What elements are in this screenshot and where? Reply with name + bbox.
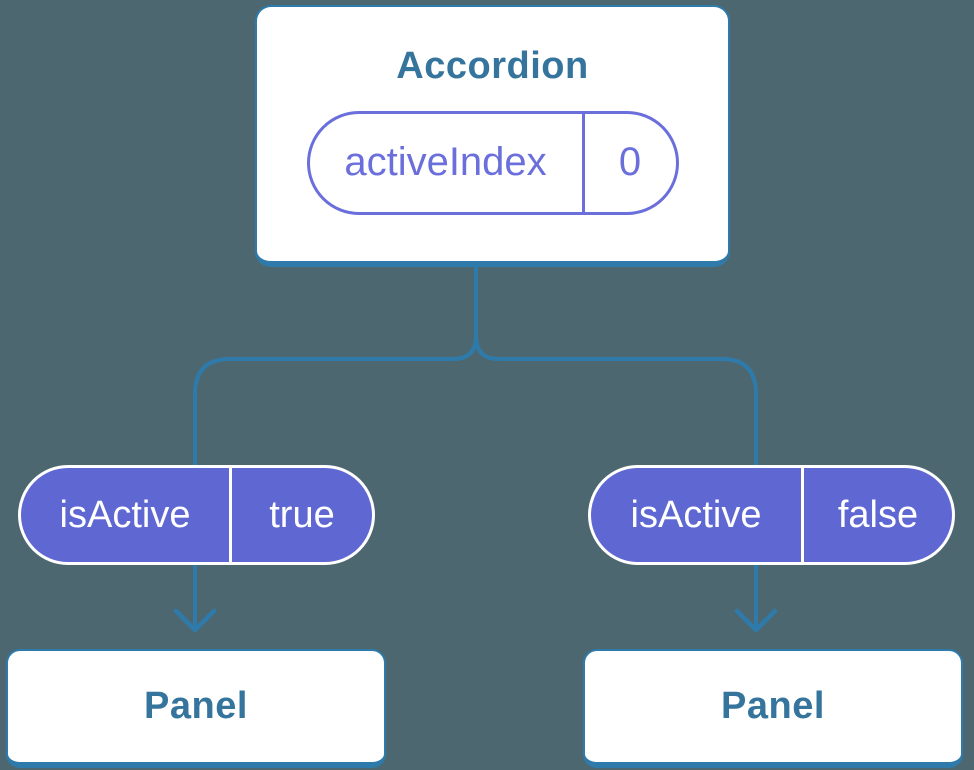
accordion-node-title: Accordion <box>396 45 589 87</box>
connector-branch-left <box>193 264 478 630</box>
pill-name-label: isActive <box>630 493 762 536</box>
isactive-pill-right: isActive false <box>588 465 955 565</box>
accordion-node: Accordion activeIndex 0 <box>255 5 730 267</box>
pill-value-label: true <box>229 468 372 562</box>
arrowhead-left-icon <box>173 608 217 633</box>
activeindex-prop-pill: activeIndex 0 <box>306 110 679 215</box>
connector-branch-right <box>474 264 758 630</box>
panel-node-left: Panel <box>6 649 386 768</box>
panel-node-title: Panel <box>721 685 825 727</box>
prop-name-label: activeIndex <box>344 140 547 185</box>
panel-node-right: Panel <box>583 649 963 768</box>
pill-name-label: isActive <box>59 493 191 536</box>
pill-value-label: false <box>801 468 952 562</box>
arrowhead-right-icon <box>734 608 778 633</box>
isactive-pill-left: isActive true <box>18 465 375 565</box>
panel-node-title: Panel <box>144 685 248 727</box>
prop-value-label: 0 <box>581 113 676 212</box>
